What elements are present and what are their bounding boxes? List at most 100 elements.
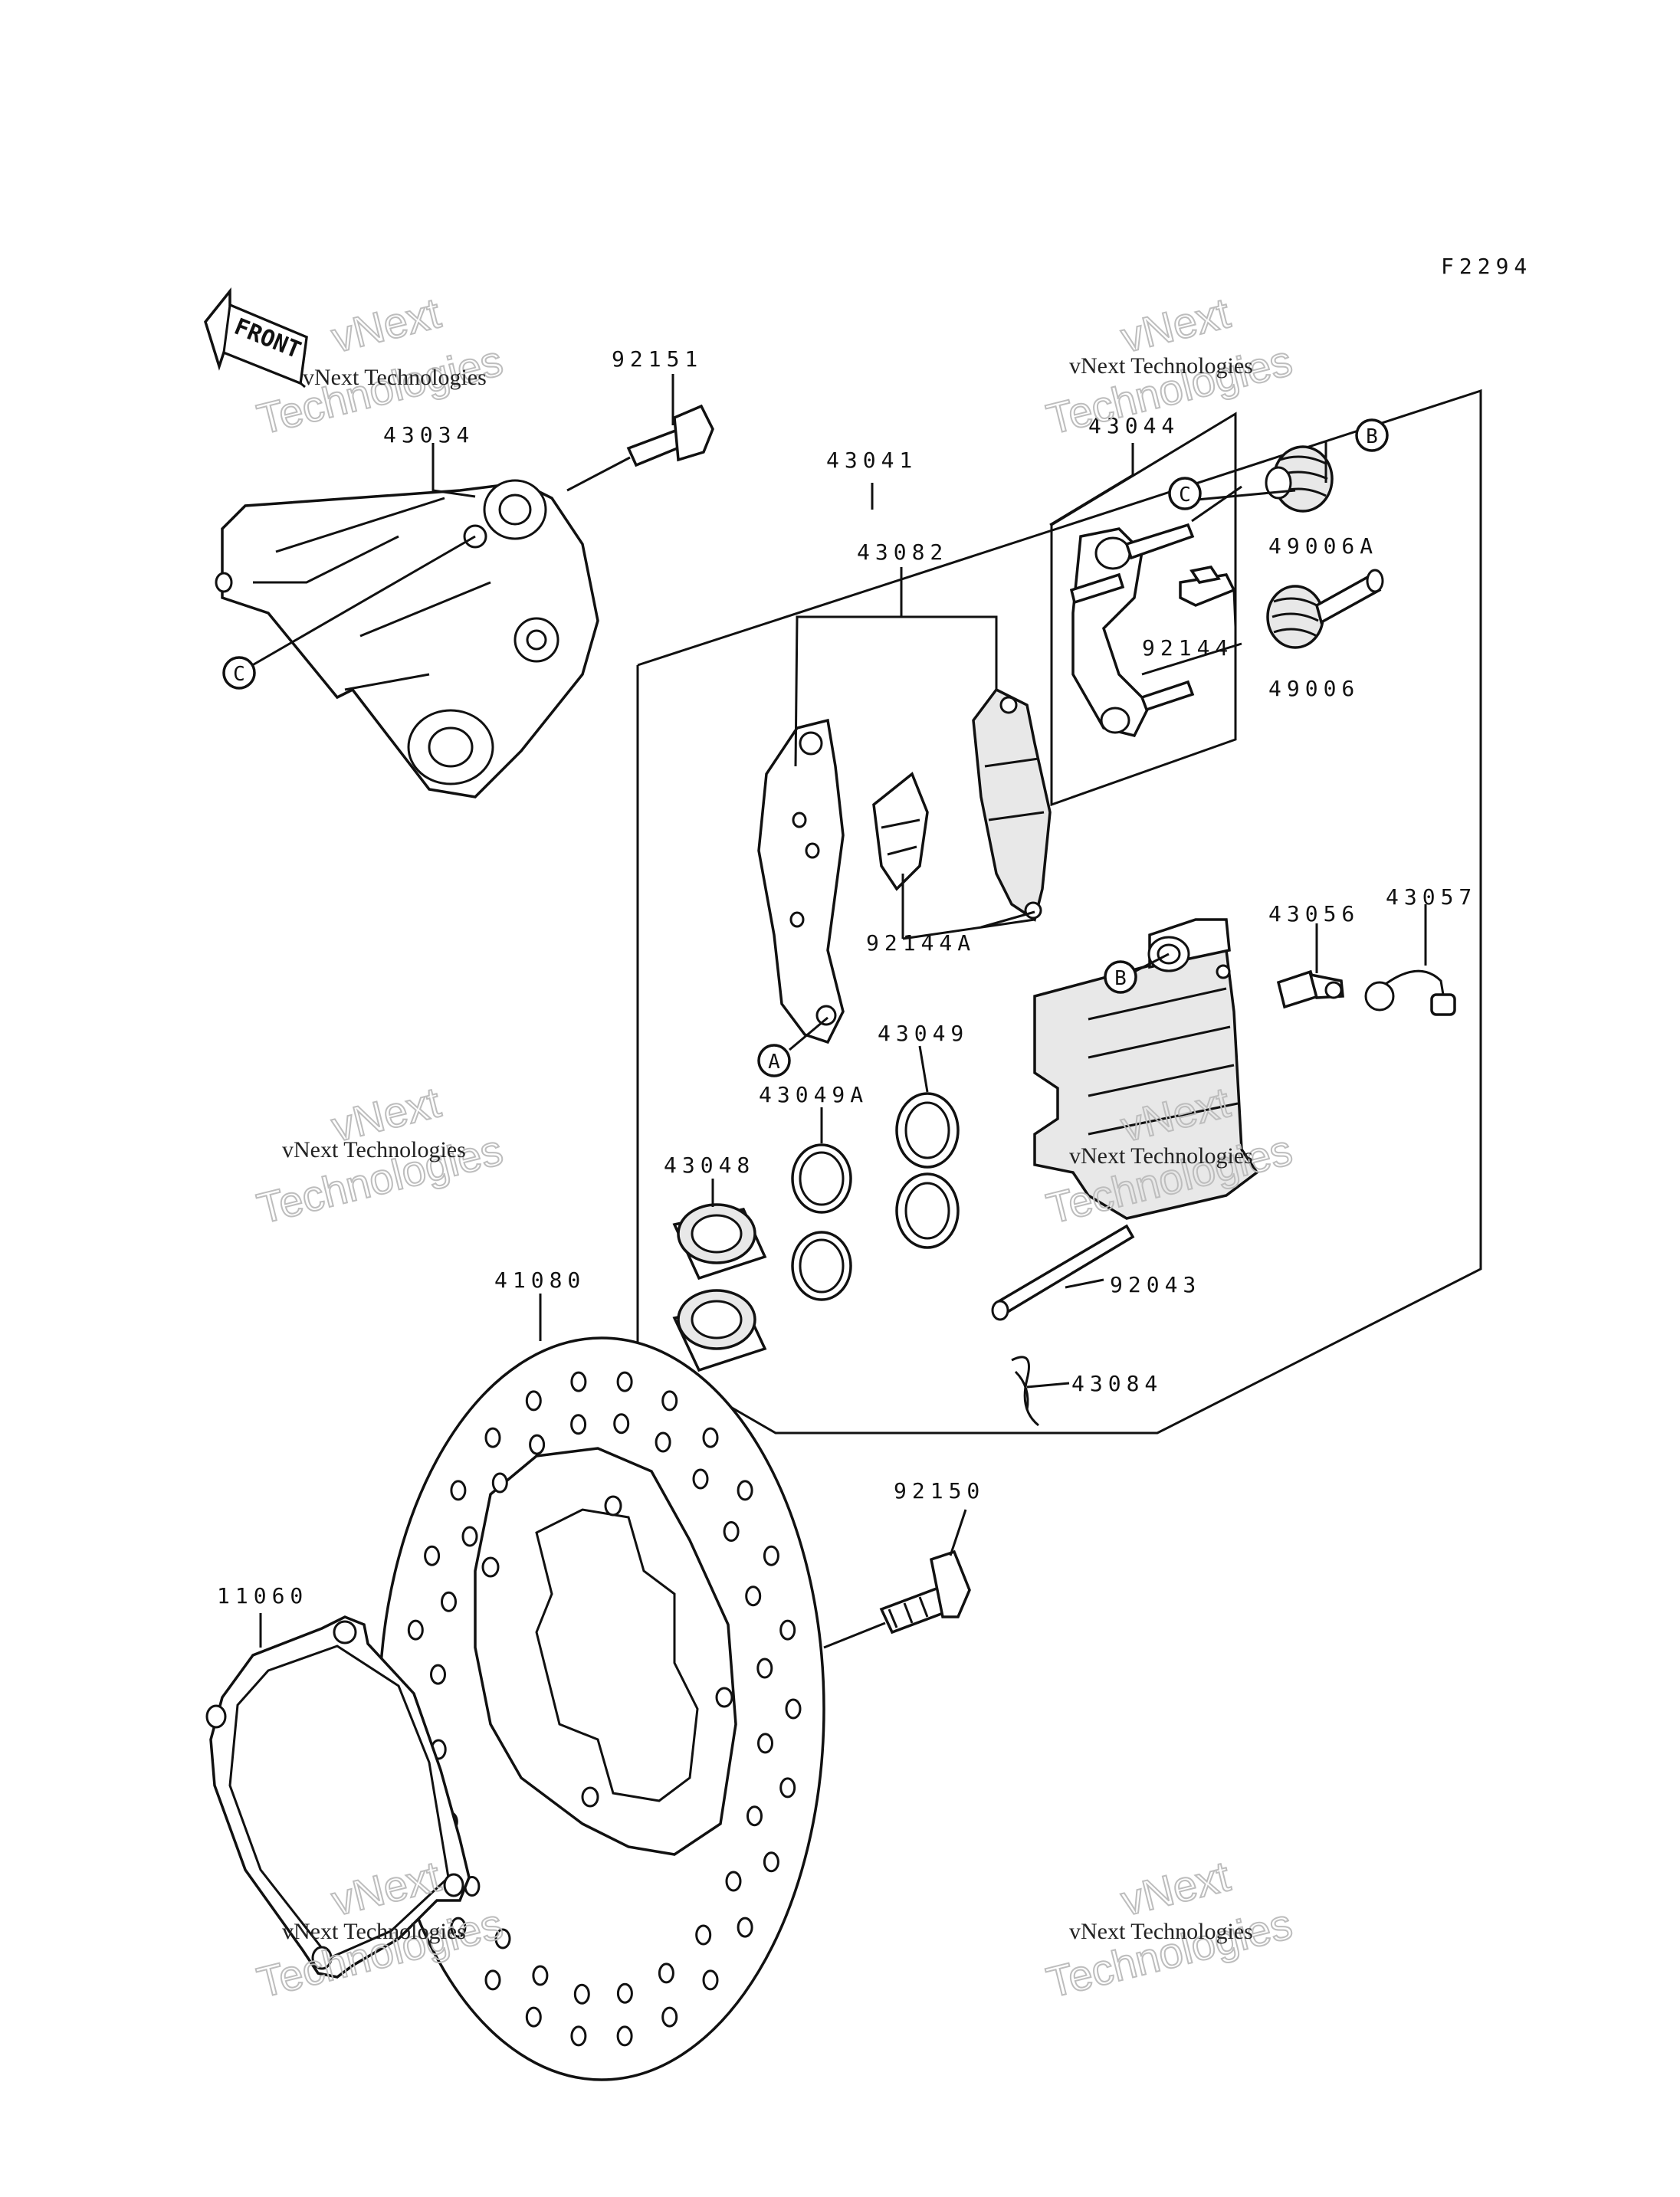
disc-hole: [570, 2025, 587, 2047]
brake-pad-outer: [757, 718, 845, 1044]
svg-text:C: C: [233, 663, 245, 686]
part-label-43049a: 43049A: [759, 1082, 868, 1107]
disc-hole: [424, 1545, 441, 1566]
part-label-49006a: 49006A: [1268, 533, 1378, 559]
bleeder-valve: [1276, 969, 1344, 1009]
pin-clip: [1179, 566, 1236, 607]
hub-gasket: [205, 1615, 471, 1979]
pad-pin: [991, 1224, 1135, 1321]
callout-b-2: B: [1104, 960, 1137, 994]
svg-text:vNext: vNext: [326, 288, 445, 362]
part-label-43056: 43056: [1268, 901, 1360, 926]
svg-text:B: B: [1114, 967, 1127, 990]
boot-49006: [1266, 569, 1384, 649]
disc-hole: [785, 1698, 802, 1720]
part-label-43034: 43034: [383, 422, 474, 448]
caliper-body: [1033, 918, 1259, 1220]
disc-hole: [570, 1414, 587, 1435]
watermark-text-5: vNext Technologies: [282, 1919, 466, 1944]
part-label-43057: 43057: [1386, 884, 1477, 910]
svg-text:A: A: [768, 1051, 780, 1074]
svg-text:C: C: [1179, 484, 1191, 507]
disc-hole: [570, 1371, 587, 1392]
disc-hole: [450, 1917, 467, 1938]
piston-seal-small-1: [791, 1143, 852, 1214]
part-label-43082: 43082: [857, 539, 948, 565]
disc-hole: [491, 1472, 508, 1494]
disc-hole: [616, 2025, 633, 2047]
disc-hole: [779, 1619, 796, 1641]
support-bracket-frame: [1050, 412, 1237, 807]
part-label-43084: 43084: [1071, 1371, 1163, 1396]
disc-hole: [692, 1468, 709, 1490]
disc-hole: [661, 1390, 678, 1412]
disc-hole: [756, 1658, 773, 1679]
svg-text:Technologies: Technologies: [1042, 1899, 1296, 2006]
disc-hole: [763, 1851, 779, 1873]
disc-hole: [616, 1371, 633, 1392]
brake-disc: [378, 1336, 825, 2081]
disc-hole: [532, 1965, 549, 1986]
watermark-text-3: vNext Technologies: [282, 1137, 466, 1162]
piston-2: [672, 1289, 767, 1372]
watermark-text-2: vNext Technologies: [1069, 353, 1253, 379]
disc-hole: [573, 1983, 590, 2005]
piston-seal-large-2: [895, 1172, 960, 1249]
part-label-49006: 49006: [1268, 676, 1360, 701]
disc-hole: [695, 1924, 712, 1946]
part-label-43044: 43044: [1088, 413, 1180, 438]
disc-hole: [484, 1969, 501, 1991]
disc-hole: [725, 1871, 742, 1892]
part-label-92151: 92151: [612, 346, 703, 372]
disc-hole: [746, 1805, 763, 1827]
disc-hole: [450, 1480, 467, 1501]
callout-c-1: C: [222, 656, 256, 690]
disc-hole: [441, 1591, 457, 1612]
disc-hole: [779, 1777, 796, 1799]
callout-c-2: C: [1168, 477, 1202, 510]
disc-hole: [484, 1427, 501, 1448]
disc-hole: [430, 1664, 446, 1685]
disc-hole: [525, 2006, 542, 2028]
callout-b-1: B: [1355, 418, 1389, 452]
disc-bolt: [879, 1549, 971, 1635]
front-arrow-icon: FRONT: [204, 287, 308, 389]
svg-text:vNext: vNext: [1116, 1851, 1235, 1925]
disc-hole: [407, 1619, 424, 1641]
part-label-43041: 43041: [826, 448, 917, 473]
piston-1: [672, 1203, 767, 1280]
svg-text:vNext: vNext: [1116, 288, 1235, 362]
caliper-bracket: [215, 479, 599, 798]
disc-hole: [737, 1917, 753, 1938]
part-label-92144: 92144: [1142, 635, 1233, 661]
pin-clip-r: [1011, 1356, 1039, 1427]
pad-shim: [872, 772, 929, 891]
disc-hole: [763, 1545, 779, 1566]
disc-hole: [529, 1434, 546, 1455]
part-label-43048: 43048: [664, 1153, 755, 1178]
part-label-41080: 41080: [494, 1267, 586, 1293]
bleeder-cap: [1364, 969, 1456, 1016]
svg-text:B: B: [1366, 425, 1378, 448]
part-label-92043: 92043: [1110, 1272, 1201, 1297]
callout-a: A: [757, 1044, 791, 1077]
disc-hole: [494, 1928, 511, 1949]
disc-hole: [616, 1982, 633, 2004]
disc-hole: [461, 1526, 478, 1547]
part-label-11060: 11060: [217, 1583, 308, 1608]
disc-hole: [723, 1521, 740, 1542]
support-bracket: [1069, 523, 1195, 738]
watermark-text-6: vNext Technologies: [1069, 1919, 1253, 1944]
disc-hole: [745, 1585, 762, 1607]
disc-hole: [658, 1963, 674, 1984]
disc-hole: [525, 1390, 542, 1412]
disc-hole: [757, 1733, 773, 1754]
watermark-text-4: vNext Technologies: [1069, 1143, 1253, 1169]
piston-seal-large-1: [895, 1092, 960, 1169]
disc-hole: [661, 2006, 678, 2028]
disc-hole: [702, 1969, 719, 1991]
piston-seal-small-2: [791, 1231, 852, 1301]
disc-hole: [613, 1413, 630, 1435]
disc-hole: [655, 1431, 671, 1453]
